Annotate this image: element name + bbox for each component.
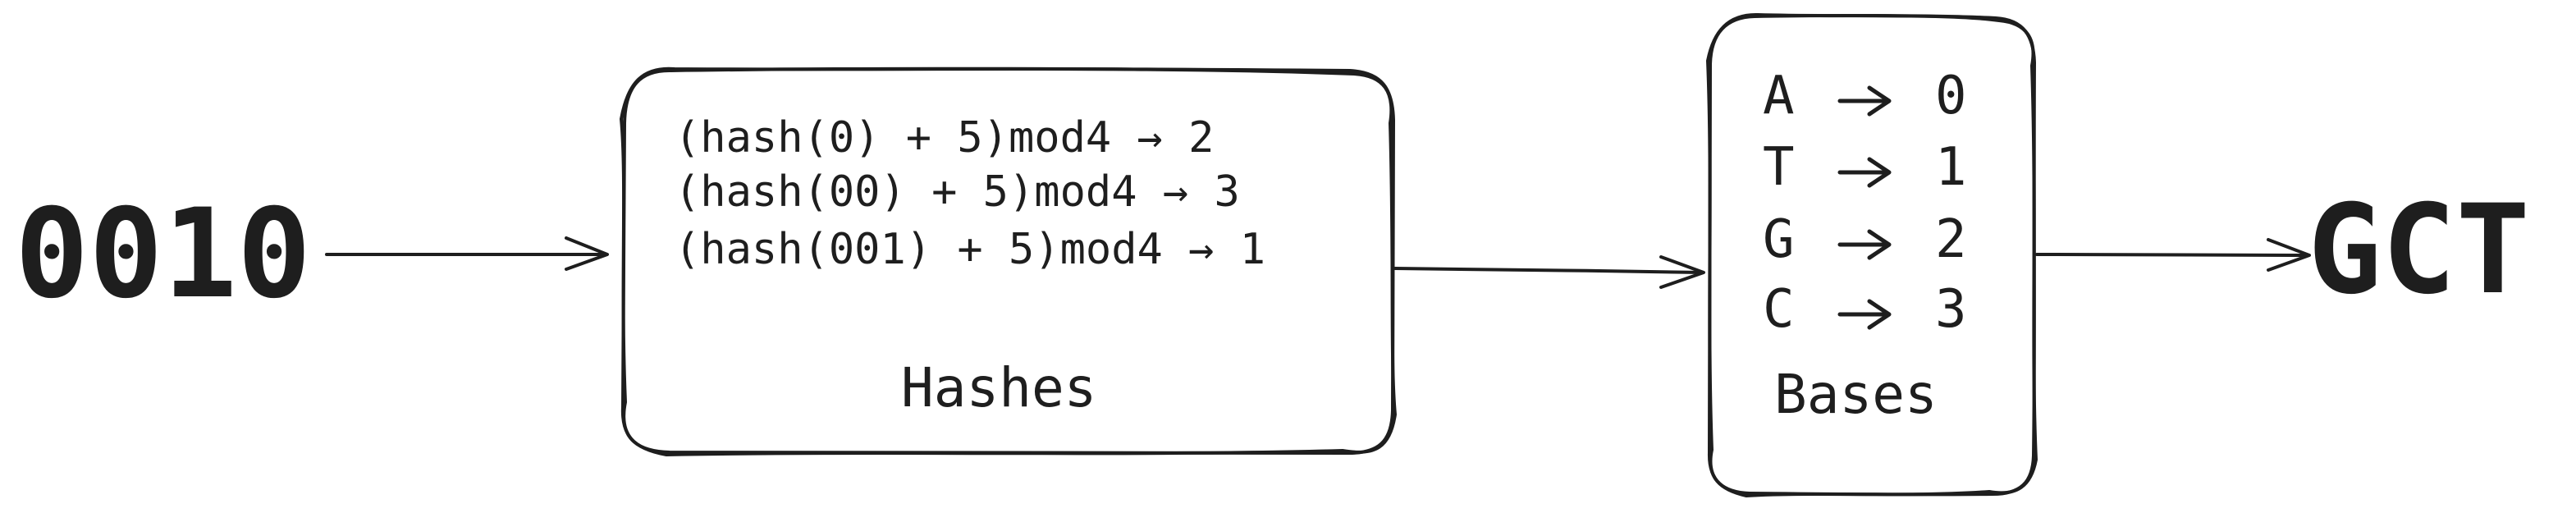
base-value: 3 (1935, 279, 1967, 340)
bases-box-label: Bases (1774, 363, 1938, 426)
base-letter: G (1763, 209, 1795, 270)
base-letter: A (1763, 66, 1795, 126)
arrow-hashes-to-bases (1393, 255, 1705, 289)
right-arrow-icon (1837, 299, 1892, 330)
hash-line: (hash(00) + 5)mod4 → 3 (675, 167, 1240, 217)
arrow-input-to-hashes (325, 236, 609, 271)
hash-line: (hash(001) + 5)mod4 → 1 (675, 225, 1266, 274)
hashes-box-label: Hashes (901, 356, 1097, 419)
base-value: 2 (1935, 209, 1967, 270)
arrow-bases-to-output (2035, 238, 2311, 272)
hash-line: (hash(0) + 5)mod4 → 2 (675, 113, 1215, 163)
right-arrow-icon (1837, 229, 1892, 260)
base-mapping-row: A 0 (1758, 70, 1979, 135)
hashes-box (619, 66, 1398, 457)
base-mapping-row: T 1 (1758, 141, 1979, 207)
base-letter: C (1763, 279, 1795, 340)
base-mapping-row: C 3 (1758, 283, 1979, 349)
base-mapping-row: G 2 (1758, 213, 1979, 279)
base-value: 0 (1935, 66, 1967, 126)
base-value: 1 (1935, 137, 1967, 198)
output-bases: GCT (2308, 179, 2530, 322)
base-letter: T (1763, 137, 1795, 198)
right-arrow-icon (1837, 85, 1892, 117)
bases-box (1705, 12, 2038, 498)
right-arrow-icon (1837, 157, 1892, 188)
input-bits: 0010 (15, 183, 312, 326)
